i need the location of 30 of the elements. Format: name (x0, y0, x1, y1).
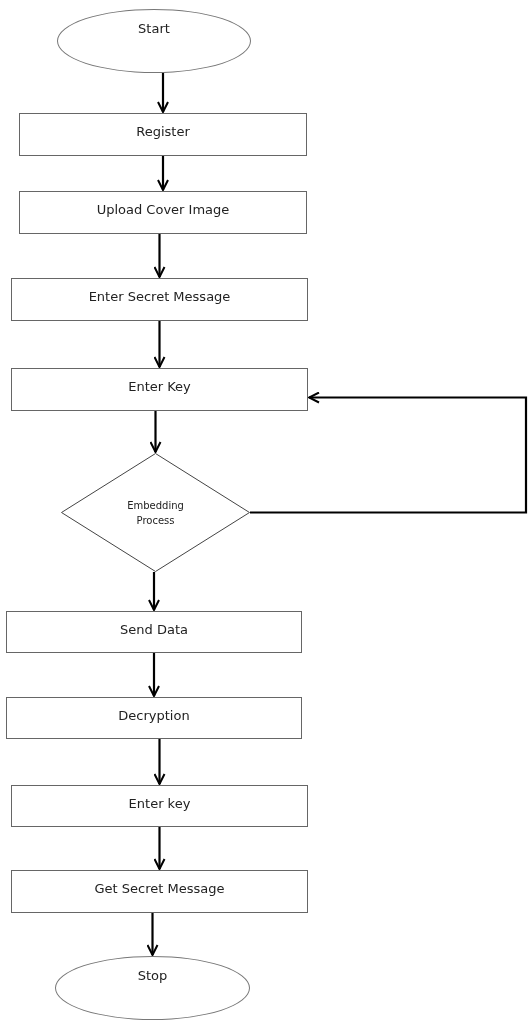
node-label: Decryption (118, 707, 190, 725)
arrow (153, 739, 166, 785)
node-label: Stop (137, 967, 168, 985)
node-label: Enter Secret Message (88, 288, 231, 306)
process-box (11, 785, 308, 827)
node-label: Upload Cover Image (96, 201, 230, 219)
process-box (11, 870, 308, 913)
arrow (153, 234, 166, 278)
node-label: Start (138, 20, 170, 38)
process-box (19, 113, 307, 156)
node-label: Get Secret Message (94, 880, 225, 898)
node-label: Send Data (120, 621, 188, 639)
process-box (11, 278, 308, 321)
arrow (146, 913, 159, 956)
node-label: Enter key (128, 795, 191, 813)
process-box (19, 191, 307, 234)
node-label: Enter Key (128, 378, 191, 396)
arrow (153, 827, 166, 870)
arrow (157, 156, 169, 191)
process-box (11, 368, 308, 411)
arrow (153, 321, 166, 368)
arrow (149, 411, 162, 453)
node-label: Register (136, 123, 190, 141)
arrow (157, 73, 169, 113)
process-box (6, 611, 302, 653)
arrow (148, 653, 160, 697)
arrow (250, 391, 528, 514)
node-label: Embedding Process (126, 498, 185, 528)
arrow (148, 572, 160, 611)
process-box (6, 697, 302, 739)
